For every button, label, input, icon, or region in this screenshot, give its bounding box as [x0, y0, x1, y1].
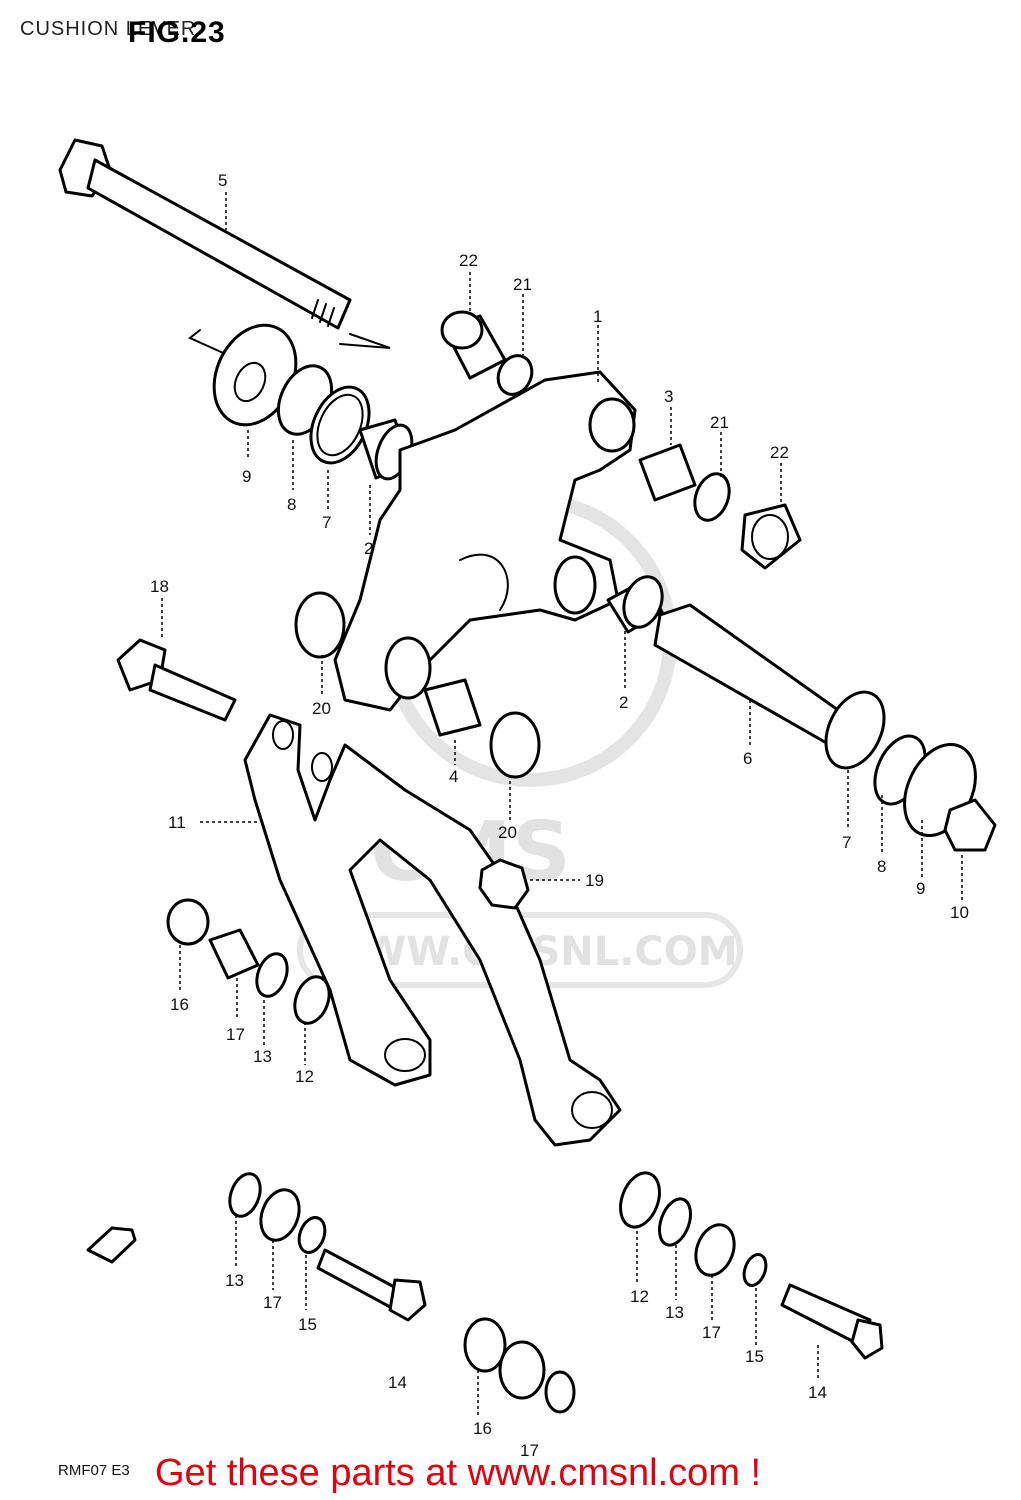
right-bushing-3-21-22: [638, 443, 802, 570]
part-label-18: 18: [150, 577, 169, 596]
part-label-17: 17: [263, 1293, 282, 1312]
lower-left-bushing-stack: [166, 898, 331, 1025]
part-bolt-5: [58, 138, 352, 330]
part-label-1: 1: [593, 307, 602, 326]
footer-cta-link[interactable]: Get these parts at www.cmsnl.com !: [155, 1452, 762, 1494]
part-label-13: 13: [225, 1271, 244, 1290]
part-label-22: 22: [459, 251, 478, 270]
figure-number: FIG.23: [128, 16, 226, 49]
lower-left-bolt-14: [228, 1172, 427, 1322]
right-washer-stack: [824, 690, 997, 852]
part-label-4: 4: [449, 767, 458, 786]
cushion-lever-body-1: [333, 370, 637, 712]
part-label-11: 11: [168, 813, 186, 832]
part-number-labels: 5 22 21 1 3 21 22 9 8 7 2 18 20 2 4 20 6…: [150, 171, 969, 1460]
part-label-15: 15: [298, 1315, 317, 1334]
part-label-10: 10: [950, 903, 969, 922]
part-label-19: 19: [585, 871, 604, 890]
part-label-17: 17: [702, 1323, 721, 1342]
lower-right-bolt-14: [619, 1171, 884, 1360]
diagram-title: CUSHION LEVER: [20, 18, 197, 40]
part-label-12: 12: [630, 1287, 649, 1306]
nut-19: [478, 858, 530, 910]
forward-arrow-icon: [86, 1226, 137, 1264]
part-label-16: 16: [473, 1419, 492, 1438]
lower-middle-bushings: [463, 1317, 576, 1414]
collar-4-washers-20: [294, 591, 541, 779]
part-label-12: 12: [295, 1067, 314, 1086]
part-label-15: 15: [745, 1347, 764, 1366]
diagram-code: RMF07 E3: [58, 1462, 130, 1479]
part-label-21: 21: [710, 413, 729, 432]
part-label-21: 21: [513, 275, 532, 294]
bushing-22-21-top: [440, 310, 534, 396]
part-label-17: 17: [226, 1025, 245, 1044]
part-label-2: 2: [364, 539, 373, 558]
part-label-17: 17: [520, 1441, 539, 1460]
part-label-8: 8: [287, 495, 296, 514]
part-label-16: 16: [170, 995, 189, 1014]
part-label-9: 9: [916, 879, 925, 898]
part-label-3: 3: [664, 387, 673, 406]
part-label-13: 13: [253, 1047, 272, 1066]
part-label-7: 7: [322, 513, 331, 532]
part-label-6: 6: [743, 749, 752, 768]
cushion-rod-11: [243, 713, 622, 1147]
part-label-22: 22: [770, 443, 789, 462]
part-label-2: 2: [619, 693, 628, 712]
part-label-13: 13: [665, 1303, 684, 1322]
part-label-20: 20: [312, 699, 331, 718]
part-label-14: 14: [808, 1383, 827, 1402]
part-label-9: 9: [242, 467, 251, 486]
bolt-18: [116, 638, 237, 722]
part-label-20: 20: [498, 823, 517, 842]
part-label-8: 8: [877, 857, 886, 876]
part-label-14: 14: [388, 1373, 407, 1392]
bearing-shaft-6: [606, 575, 847, 747]
part-label-7: 7: [842, 833, 851, 852]
left-washer-stack: [212, 323, 414, 481]
leader-lines: [161, 192, 963, 1415]
part-label-5: 5: [218, 171, 227, 190]
